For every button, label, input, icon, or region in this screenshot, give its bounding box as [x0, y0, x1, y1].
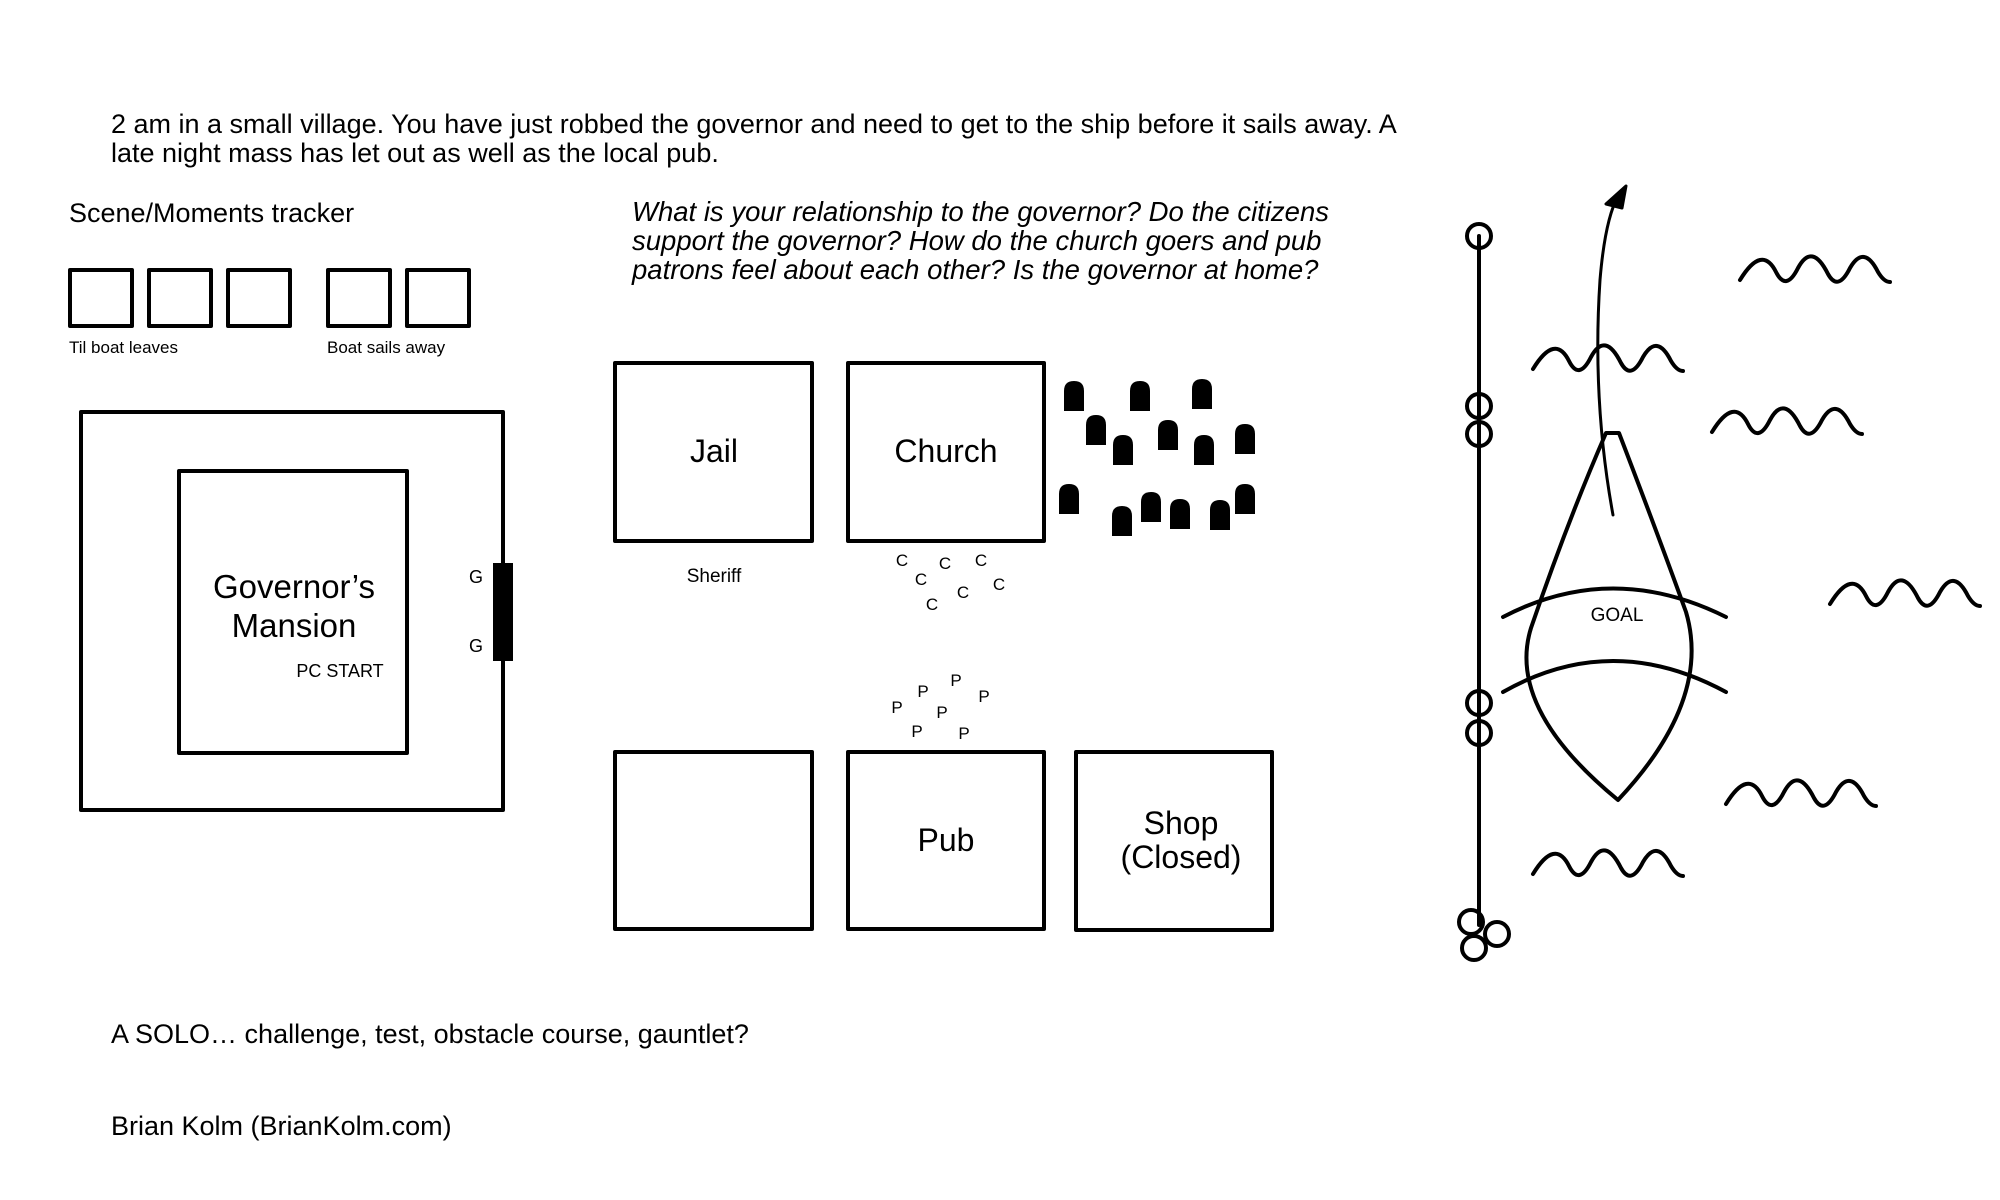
church-label: Church [894, 433, 997, 469]
pub-building [846, 750, 1046, 931]
tombstone-icon [1192, 379, 1212, 409]
dock-post [1457, 908, 1485, 936]
tombstone-icon [1158, 420, 1178, 450]
tracker-box[interactable] [405, 268, 471, 328]
shop-status-label: (Closed) [1121, 839, 1242, 875]
tracker-box[interactable] [226, 268, 292, 328]
church-goer-marker: C [975, 551, 987, 570]
wave-icon [1738, 254, 1892, 284]
tombstone-icon [1130, 381, 1150, 411]
dock-post [1465, 222, 1493, 250]
pub-patron-marker: P [936, 703, 947, 722]
tombstone-icon [1112, 506, 1132, 536]
empty-building [613, 750, 814, 931]
church-goer-marker: C [993, 575, 1005, 594]
dock-post [1460, 934, 1488, 962]
church-goer-marker: C [939, 554, 951, 573]
tombstone-icon [1170, 499, 1190, 529]
pub-label: Pub [918, 822, 975, 858]
pub-patron-marker: P [911, 722, 922, 741]
pub-patron-marker: P [978, 687, 989, 706]
church-goer-marker: C [957, 583, 969, 602]
pc-start-label: PC START [296, 661, 383, 681]
tracker-box[interactable] [68, 268, 134, 328]
tombstone-icon [1194, 435, 1214, 465]
tombstone-icon [1113, 435, 1133, 465]
mansion-gate [493, 563, 513, 661]
dock-post [1465, 392, 1493, 420]
ship-goal: GOAL [1501, 184, 1728, 802]
author-credit: Brian Kolm (BrianKolm.com) [111, 1111, 452, 1141]
tombstone-icon [1064, 381, 1084, 411]
jail-label: Jail [690, 433, 738, 469]
wave-icon [1710, 406, 1864, 436]
graveyard [1059, 379, 1255, 536]
tracker-box[interactable] [326, 268, 392, 328]
dock-post [1465, 420, 1493, 448]
dock-post [1465, 719, 1493, 747]
mansion-building [177, 469, 409, 755]
tombstone-icon [1141, 492, 1161, 522]
dock-post [1483, 920, 1511, 948]
ship-hull [1524, 431, 1694, 802]
setup-questions: What is your relationship to the governo… [632, 196, 1330, 285]
wave-icon [1724, 778, 1878, 808]
wave-icon [1531, 848, 1685, 878]
guard-marker: G [469, 636, 483, 656]
pub-patron-marker: P [950, 671, 961, 690]
sheriff-label: Sheriff [687, 566, 742, 587]
intro-text: 2 am in a small village. You have just r… [111, 109, 1396, 168]
village-buildings: Jail Sheriff Church Pub Shop (Closed) [613, 361, 1274, 932]
tombstone-icon [1059, 484, 1079, 514]
church-goer-marker: C [926, 595, 938, 614]
tombstone-icon [1086, 415, 1106, 445]
church-building [846, 361, 1046, 543]
mansion-title-line1: Governor’s [213, 568, 375, 605]
pub-patron-marker: P [958, 724, 969, 743]
wave-icon [1531, 343, 1685, 373]
shop-building [1074, 750, 1274, 932]
tombstone-icon [1235, 424, 1255, 454]
church-goer-marker: C [915, 570, 927, 589]
guard-marker: G [469, 567, 483, 587]
pub-patron-marker: P [891, 698, 902, 717]
pub-patron-marker: P [917, 682, 928, 701]
tombstone-icon [1235, 484, 1255, 514]
ship-deck-line [1501, 659, 1728, 694]
church-goer-marker: C [896, 551, 908, 570]
tagline: A SOLO… challenge, test, obstacle course… [111, 1019, 749, 1049]
mansion-title-line2: Mansion [232, 607, 357, 644]
boat-sails-away-label: Boat sails away [327, 338, 446, 357]
tracker-box[interactable] [147, 268, 213, 328]
til-boat-leaves-label: Til boat leaves [69, 338, 178, 357]
water-waves [1531, 254, 1982, 878]
tombstone-icon [1210, 500, 1230, 530]
dock-post [1465, 689, 1493, 717]
ship-heading-line [1596, 194, 1620, 517]
arrow-head-icon [1604, 184, 1628, 210]
jail-building [613, 361, 814, 543]
dock [1457, 222, 1511, 962]
wave-icon [1828, 578, 1982, 608]
moments-tracker: Til boat leaves Boat sails away [68, 268, 471, 357]
shop-label: Shop [1144, 805, 1219, 841]
tracker-title: Scene/Moments tracker [69, 198, 355, 228]
ship-deck-line [1501, 586, 1728, 619]
governors-mansion: Governor’s Mansion PC START G G [79, 410, 513, 812]
goal-label: GOAL [1591, 605, 1644, 626]
